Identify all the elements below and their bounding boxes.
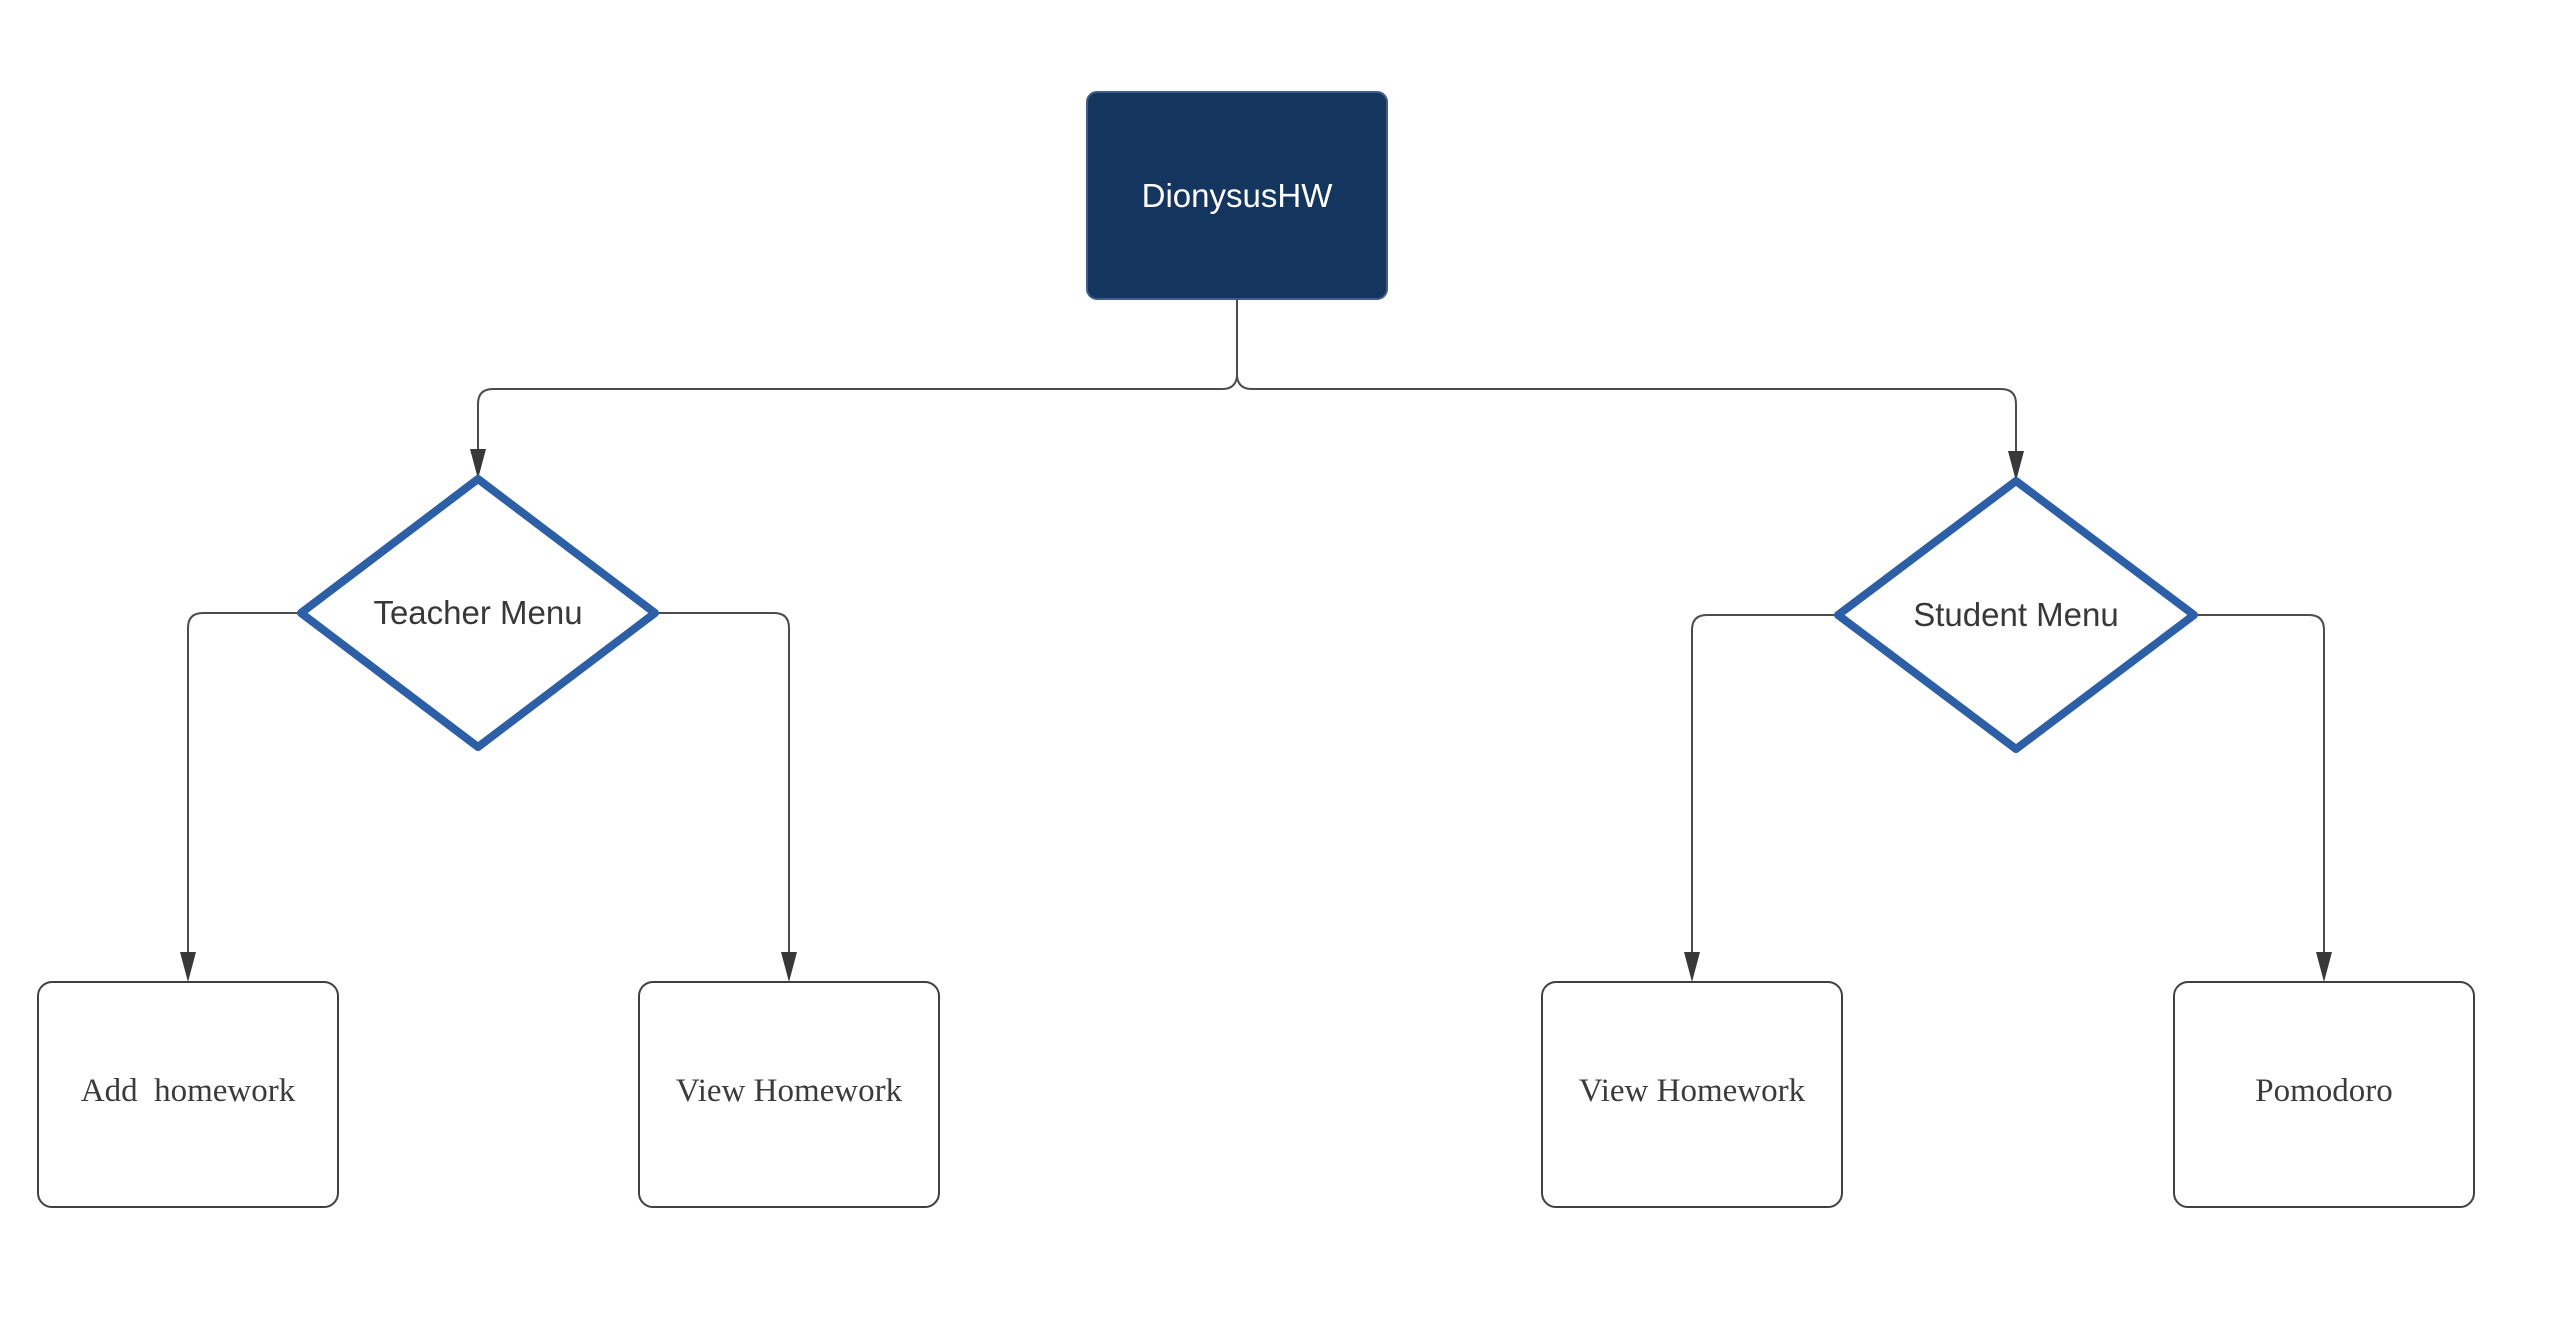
node-add-homework-label: Add homework xyxy=(81,1073,296,1109)
arrowhead-root-to-student-menu xyxy=(2008,451,2024,481)
node-pomodoro-shape[interactable] xyxy=(2173,981,2475,1208)
edges-layer xyxy=(180,299,2332,982)
node-add-homework[interactable]: Add homework xyxy=(37,981,339,1208)
edge-student-menu-to-pomodoro xyxy=(2194,614,2325,952)
edge-student-menu-to-view-homework xyxy=(1691,614,1838,952)
node-view-homework-student[interactable]: View Homework xyxy=(1541,981,1843,1208)
node-teacher-menu-label: Teacher Menu xyxy=(373,594,582,631)
node-dionysushw-label: DionysusHW xyxy=(1142,177,1334,214)
node-view-homework-teacher[interactable]: View Homework xyxy=(638,981,940,1208)
edge-root-to-student-menu xyxy=(1236,299,2017,451)
arrowhead-teacher-menu-to-view-homework xyxy=(781,952,797,982)
arrowhead-teacher-menu-to-add-homework xyxy=(180,952,196,982)
edge-teacher-menu-to-add-homework xyxy=(187,612,301,952)
node-student-menu-shape[interactable] xyxy=(1834,477,2198,753)
arrowhead-student-menu-to-pomodoro xyxy=(2316,952,2332,982)
node-teacher-menu-shape[interactable] xyxy=(297,475,659,751)
node-view-homework-teacher-shape[interactable] xyxy=(638,981,940,1208)
node-pomodoro-label: Pomodoro xyxy=(2255,1073,2393,1109)
node-student-menu-label: Student Menu xyxy=(1913,596,2118,633)
node-view-homework-teacher-label: View Homework xyxy=(676,1073,903,1109)
node-add-homework-shape[interactable] xyxy=(37,981,339,1208)
edge-teacher-menu-to-view-homework xyxy=(655,612,790,952)
arrowhead-student-menu-to-view-homework xyxy=(1684,952,1700,982)
edge-root-to-teacher-menu xyxy=(477,299,1238,449)
node-view-homework-student-shape[interactable] xyxy=(1541,981,1843,1208)
node-pomodoro[interactable]: Pomodoro xyxy=(2173,981,2475,1208)
node-student-menu[interactable]: Student Menu xyxy=(1834,477,2198,753)
arrowhead-root-to-teacher-menu xyxy=(470,449,486,479)
node-dionysushw-shape[interactable] xyxy=(1086,91,1388,300)
node-view-homework-student-label: View Homework xyxy=(1579,1073,1806,1109)
node-dionysushw[interactable]: DionysusHW xyxy=(1086,91,1388,300)
node-teacher-menu[interactable]: Teacher Menu xyxy=(297,475,659,751)
